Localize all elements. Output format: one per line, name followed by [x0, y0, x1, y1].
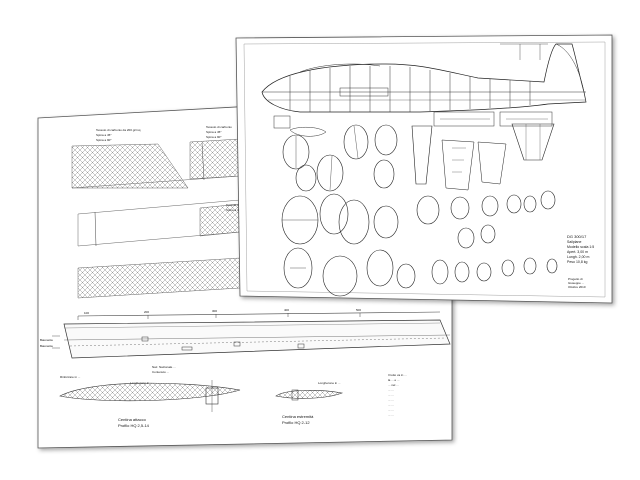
notes-block: Il tutto va in ... la ... e ... ... nel … — [388, 373, 407, 417]
title-line-6: Peso 10,8 kg — [567, 260, 587, 264]
note-top-left-3: Spina a 90° — [96, 138, 112, 142]
tip-rib-profile — [275, 389, 344, 401]
note-top-mid-1: Tessuto di carbonio — [206, 125, 232, 129]
author-line-1: Progetto di — [568, 277, 583, 281]
root-rib-profile — [59, 380, 241, 412]
title-line-5: Lungh. 2,00 m — [567, 255, 589, 259]
wing-planform: Baionetta Baionetta — [40, 319, 451, 359]
notes-line-5: ... ... — [388, 393, 394, 397]
rib-root-profile: Profilo HQ 2,5-14 — [118, 423, 150, 428]
notes-line-4: ... ... — [388, 388, 394, 392]
note-top-left-1: Tessuto di carbonio da 200 gr/mq — [96, 128, 141, 132]
notes-line-7: ... ... — [388, 403, 394, 407]
ruler-mark-4: 400 — [284, 308, 289, 312]
title-block: DG 300/17 Sailplane Modello scala 1:5 Ap… — [567, 234, 594, 264]
author-block: Progetto di Giuseppe ... Ottobre 2010 — [568, 277, 586, 289]
title-line-3: Modello scala 1:5 — [567, 245, 594, 249]
author-line-2: Giuseppe ... — [568, 281, 584, 285]
note-center-2: Contenuto ... — [152, 370, 169, 374]
title-line-2: Sailplane — [567, 240, 581, 244]
note-top-left-2: Spina a 45° — [96, 133, 112, 137]
notes-line-3: ... nel ... — [388, 383, 399, 387]
note-mid-2: Spina a 45° — [226, 208, 242, 212]
note-left-bottom: Rinforzare in ... — [60, 375, 81, 379]
ruler-mark-1: 100 — [84, 311, 89, 315]
ruler-mark-2: 200 — [144, 310, 149, 314]
ruler-mark-5: 500 — [356, 308, 361, 312]
rib-tip-title: Centina estremità — [282, 414, 314, 419]
notes-line-2: la ... e ... — [388, 378, 400, 382]
author-line-3: Ottobre 2010 — [568, 285, 586, 289]
note-top-mid-3: Spina a 90° — [206, 135, 222, 139]
ruler-mark-3: 300 — [212, 309, 217, 313]
bulkheads — [281, 124, 558, 297]
notes-line-1: Il tutto va in ... — [388, 373, 407, 377]
carbon-panel-top — [71, 138, 241, 189]
side-label-1: Baionetta — [40, 338, 53, 342]
note-center-1: Naz. Nazionale ... — [152, 365, 176, 369]
side-label-2: Baionetta — [40, 344, 53, 348]
rib-root-title: Centina attacco — [118, 417, 147, 422]
notes-line-9: ... ... — [388, 413, 394, 417]
note-right-bottom: Longherone in ... — [318, 381, 341, 385]
tail-parts — [411, 123, 555, 191]
title-line-4: Apert. 3,00 m — [567, 250, 588, 254]
fuselage-side-view — [261, 43, 587, 113]
notes-line-6: ... ... — [388, 398, 394, 402]
ruler: 100 200 300 400 500 — [77, 308, 441, 320]
note-top-mid-2: Spina a 45° — [206, 130, 222, 134]
notes-line-8: ... ... — [388, 408, 394, 412]
rib-tip-profile: Profilo HQ 2-12 — [282, 420, 310, 425]
small-parts — [273, 111, 553, 137]
title-line-1: DG 300/17 — [567, 234, 587, 239]
front-sheet: DG 300/17 Sailplane Modello scala 1:5 Ap… — [235, 34, 613, 304]
